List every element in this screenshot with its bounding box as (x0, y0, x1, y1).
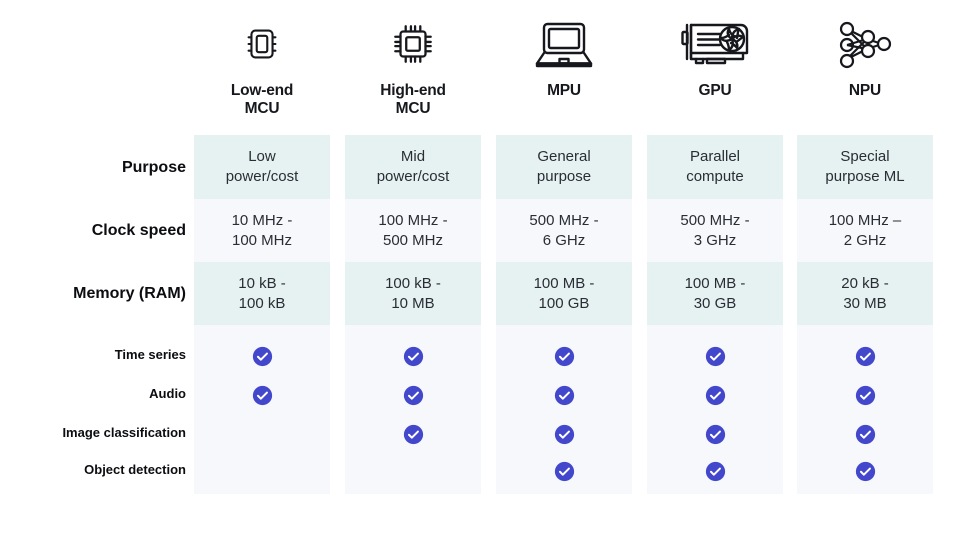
column-header-npu[interactable]: NPU (797, 6, 933, 132)
table-cell: 100 MB - 30 GB (684, 274, 746, 312)
check-cell (496, 459, 632, 483)
row-label-image-classification: Image classification (62, 425, 186, 440)
check-cell (496, 344, 632, 368)
table-cell: Mid power/cost (376, 148, 450, 185)
cell-background (345, 262, 481, 325)
check-cell (797, 422, 933, 446)
check-cell (345, 422, 481, 446)
check-circle-icon (403, 346, 423, 366)
column-header-gpu[interactable]: GPU (647, 6, 783, 132)
check-circle-icon (403, 385, 423, 405)
column-header-label: Low-end MCU (230, 82, 294, 117)
column-header-low-end-mcu[interactable]: Low-end MCU (194, 6, 330, 132)
column-header-label: GPU (698, 82, 732, 99)
column-header-mpu[interactable]: MPU (496, 6, 632, 132)
table-cell: 500 MHz - 3 GHz (680, 211, 750, 249)
table-cell: 10 kB - 100 kB (238, 274, 286, 312)
check-cell (647, 459, 783, 483)
table-cell: 100 MHz – 2 GHz (828, 211, 902, 249)
check-circle-icon (705, 424, 725, 444)
row-label-memory-ram: Memory (RAM) (73, 285, 186, 302)
row-label-purpose: Purpose (121, 159, 186, 176)
graphics-card-icon (678, 6, 752, 82)
check-cell (797, 383, 933, 407)
check-cell (647, 383, 783, 407)
laptop-icon (533, 6, 595, 82)
check-circle-icon (554, 385, 574, 405)
check-cell (345, 344, 481, 368)
check-circle-icon (252, 385, 272, 405)
table-cell: General purpose (536, 148, 592, 185)
row-label-time-series: Time series (114, 347, 186, 362)
cell-background (797, 135, 933, 199)
column-header-label: MPU (547, 82, 581, 99)
cell-background (496, 199, 632, 262)
table-cell: Low power/cost (225, 148, 299, 185)
check-cell (194, 383, 330, 407)
check-circle-icon (705, 346, 725, 366)
cell-background (194, 135, 330, 199)
cell-background (194, 262, 330, 325)
row-label-clock-speed: Clock speed (91, 222, 186, 239)
neural-network-icon (834, 6, 896, 82)
table-cell: Parallel compute (686, 148, 744, 185)
check-circle-icon (855, 461, 875, 481)
table-cell: 100 kB - 10 MB (385, 274, 441, 312)
cell-background (345, 135, 481, 199)
row-label-object-detection: Object detection (84, 462, 186, 477)
cell-background (496, 262, 632, 325)
cell-background (647, 199, 783, 262)
check-cell (345, 383, 481, 407)
cell-background (194, 199, 330, 262)
column-header-label: High-end MCU (380, 82, 446, 117)
table-cell: 500 MHz - 6 GHz (529, 211, 599, 249)
check-circle-icon (554, 461, 574, 481)
check-circle-icon (855, 346, 875, 366)
cell-background (647, 262, 783, 325)
check-circle-icon (554, 346, 574, 366)
check-cell (496, 383, 632, 407)
cell-background (797, 199, 933, 262)
check-cell (194, 344, 330, 368)
check-circle-icon (705, 461, 725, 481)
check-circle-icon (855, 424, 875, 444)
table-cell: 20 kB - 30 MB (841, 274, 889, 312)
table-cell: 10 MHz - 100 MHz (231, 211, 293, 249)
row-label-audio: Audio (149, 386, 186, 401)
table-cell: 100 MB - 100 GB (533, 274, 595, 312)
check-cell (797, 344, 933, 368)
check-cell (647, 344, 783, 368)
column-header-label: NPU (848, 82, 882, 99)
check-circle-icon (252, 346, 272, 366)
cell-background (797, 262, 933, 325)
cell-background (647, 135, 783, 199)
check-circle-icon (403, 424, 423, 444)
check-cell (647, 422, 783, 446)
cell-background (345, 199, 481, 262)
column-header-high-end-mcu[interactable]: High-end MCU (345, 6, 481, 132)
cell-background (496, 135, 632, 199)
check-cell (797, 459, 933, 483)
check-circle-icon (705, 385, 725, 405)
check-cell (496, 422, 632, 446)
check-circle-icon (554, 424, 574, 444)
table-cell: 100 MHz - 500 MHz (378, 211, 448, 249)
table-cell: Special purpose ML (825, 148, 905, 185)
microprocessor-chip-icon (388, 6, 438, 82)
check-circle-icon (855, 385, 875, 405)
microcontroller-chip-icon (239, 6, 285, 82)
